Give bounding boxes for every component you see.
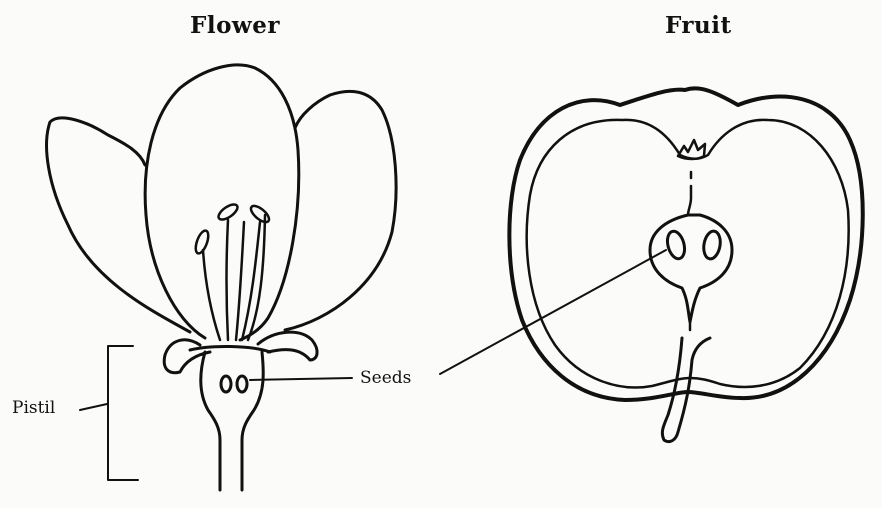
fruit-core-line-top (688, 172, 691, 215)
flower-left-petal (47, 118, 190, 332)
pistil-bracket (108, 346, 138, 480)
flower-right-sepal (258, 332, 317, 360)
stamens (193, 202, 271, 340)
fruit-core (650, 215, 732, 322)
flower-title: Flower (190, 12, 280, 39)
seeds-label: Seeds (360, 368, 411, 388)
flower-center-petal (145, 65, 299, 340)
flower-illustration (47, 65, 397, 490)
fruit-title: Fruit (665, 12, 732, 39)
flower-seed (221, 376, 231, 392)
flower-receptacle (190, 346, 270, 352)
flower-seed (237, 376, 247, 392)
pistil-body (201, 352, 220, 490)
seeds-leader-line-fruit (440, 250, 666, 374)
pistil-leader-line (80, 404, 107, 410)
flower-right-petal (285, 91, 396, 330)
fruit-illustration (509, 88, 862, 441)
seeds-leader-line-flower (250, 378, 352, 380)
fruit-seed (665, 229, 688, 260)
fruit-stem (662, 338, 710, 442)
fruit-seed (702, 230, 723, 260)
pistil-label: Pistil (12, 398, 55, 418)
